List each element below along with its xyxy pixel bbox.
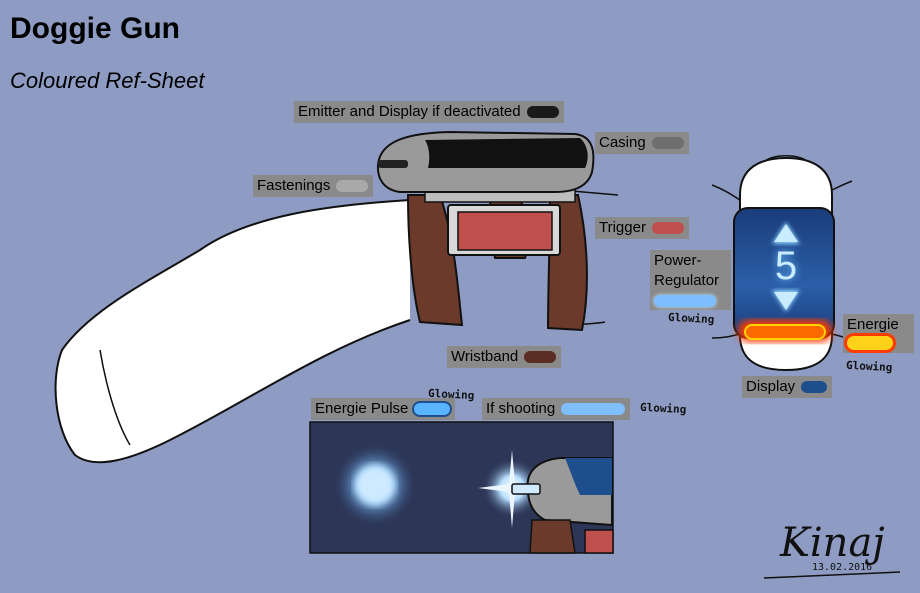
label-casing: Casing [595, 132, 689, 154]
label-trigger: Trigger [595, 217, 689, 239]
label-casing-text: Casing [599, 134, 646, 151]
display-digit: 5 [774, 244, 798, 288]
fastenings-swatch [336, 179, 369, 192]
signature-date: 13.02.2016 [812, 562, 873, 573]
label-energie-pulse: Energie Pulse [311, 398, 456, 420]
arm-outline [54, 199, 411, 464]
label-wristband-text: Wristband [451, 348, 519, 365]
glowing-note-energie: Glowing [845, 358, 893, 375]
energie-swatch [847, 336, 893, 350]
label-power-regulator: Power- Regulator [650, 250, 731, 310]
signature-name: Kinaj [780, 520, 885, 566]
glowing-note-power: Glowing [667, 310, 715, 327]
page-subtitle: Coloured Ref-Sheet [10, 68, 205, 93]
glowing-note-shooting: Glowing [639, 400, 687, 417]
label-shooting-text: If shooting [486, 400, 556, 417]
label-emitter: Emitter and Display if deactivated [294, 101, 564, 123]
shooting-swatch [561, 402, 626, 415]
label-emitter-text: Emitter and Display if deactivated [298, 103, 521, 120]
label-energie-text: Energie [847, 316, 899, 333]
label-trigger-text: Trigger [599, 219, 646, 236]
label-fastenings-text: Fastenings [257, 177, 331, 194]
label-energie: Energie [843, 314, 914, 353]
label-fastenings: Fastenings [253, 175, 374, 197]
trigger-swatch [651, 221, 684, 234]
label-if-shooting: If shooting [482, 398, 631, 420]
casing-swatch [651, 136, 684, 149]
page-title: Doggie Gun [10, 12, 180, 45]
display-swatch [801, 380, 828, 393]
label-display-text: Display [746, 378, 796, 395]
energy-bar [744, 324, 826, 340]
label-power-line2: Regulator [654, 272, 720, 289]
label-display: Display [742, 376, 833, 398]
label-pulse-text: Energie Pulse [315, 400, 409, 417]
label-wristband: Wristband [447, 346, 562, 368]
wristband-swatch [524, 350, 557, 363]
power-swatch [654, 295, 716, 307]
label-power-line1: Power- [654, 252, 702, 269]
pulse-swatch [414, 402, 451, 415]
signature: Kinaj 13.02.2016 [760, 520, 910, 585]
emitter-swatch [526, 105, 559, 118]
